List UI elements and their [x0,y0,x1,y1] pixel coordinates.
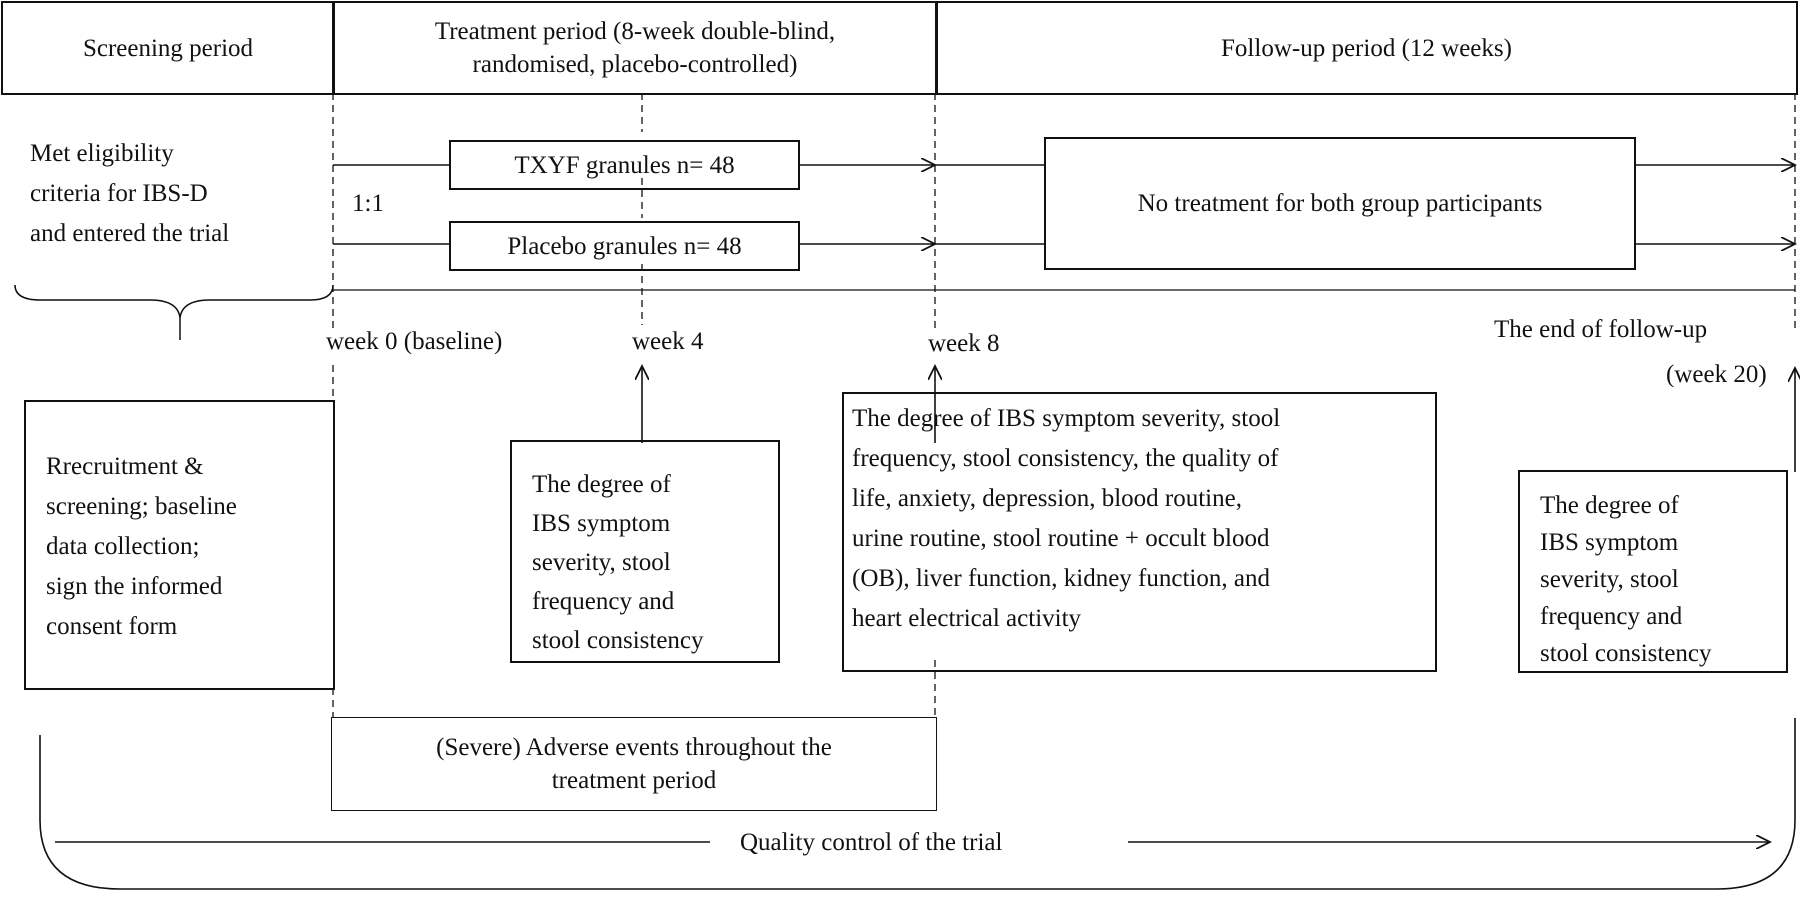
screening-assessment-text: Rrecruitment & screening; baseline data … [46,453,237,640]
timepoint-end-line2: (week 20) [1666,361,1767,388]
header-followup-box: Follow-up period (12 weeks) [935,1,1798,95]
header-screening-label: Screening period [82,34,254,62]
eligibility-line3: and entered the trial [30,220,230,247]
timepoint-week4: week 4 [632,328,704,355]
week20-assessment-text: The degree of IBS symptom severity, stoo… [1540,492,1712,667]
week4-assessment-box: The degree of IBS symptom severity, stoo… [510,440,780,663]
timepoint-end-line1: The end of follow-up [1494,316,1708,343]
randomisation-ratio: 1:1 [352,190,384,217]
header-treatment-label-line1: Treatment period (8-week double-blind, [434,18,836,45]
txyf-arm-label: TXYF granules n= 48 [514,151,735,179]
quality-control-arc [39,718,1796,890]
screening-assessment-box: Rrecruitment & screening; baseline data … [24,400,335,690]
followup-no-treatment-label: No treatment for both group participants [1137,190,1543,217]
timepoint-week8: week 8 [928,330,1000,357]
header-followup-label: Follow-up period (12 weeks) [1221,34,1512,62]
adverse-events-line1: (Severe) Adverse events throughout the [436,734,832,761]
week4-assessment-text: The degree of IBS symptom severity, stoo… [532,471,704,654]
header-treatment-box: Treatment period (8-week double-blind, r… [332,1,938,95]
week8-assessment-text: The degree of IBS symptom severity, stoo… [852,405,1281,632]
eligibility-line2: criteria for IBS-D [30,180,208,207]
adverse-events-line2: treatment period [551,767,717,794]
header-treatment-label-line2: randomised, placebo-controlled) [472,51,798,78]
eligibility-line1: Met eligibility [30,140,174,167]
arm-arrows [333,165,1795,244]
adverse-events-box: (Severe) Adverse events throughout the t… [331,717,937,811]
header-screening-box: Screening period [1,1,335,95]
placebo-arm-box: Placebo granules n= 48 [449,221,800,271]
week8-assessment-box: The degree of IBS symptom severity, stoo… [842,392,1437,672]
placebo-arm-label: Placebo granules n= 48 [507,232,742,260]
followup-no-treatment-box: No treatment for both group participants [1044,137,1636,270]
eligibility-brace [14,284,334,340]
quality-control-label: Quality control of the trial [740,829,1003,856]
txyf-arm-box: TXYF granules n= 48 [449,140,800,190]
timepoint-week0: week 0 (baseline) [326,328,503,355]
timepoint-arrows [642,366,1795,472]
week20-assessment-box: The degree of IBS symptom severity, stoo… [1518,470,1788,673]
